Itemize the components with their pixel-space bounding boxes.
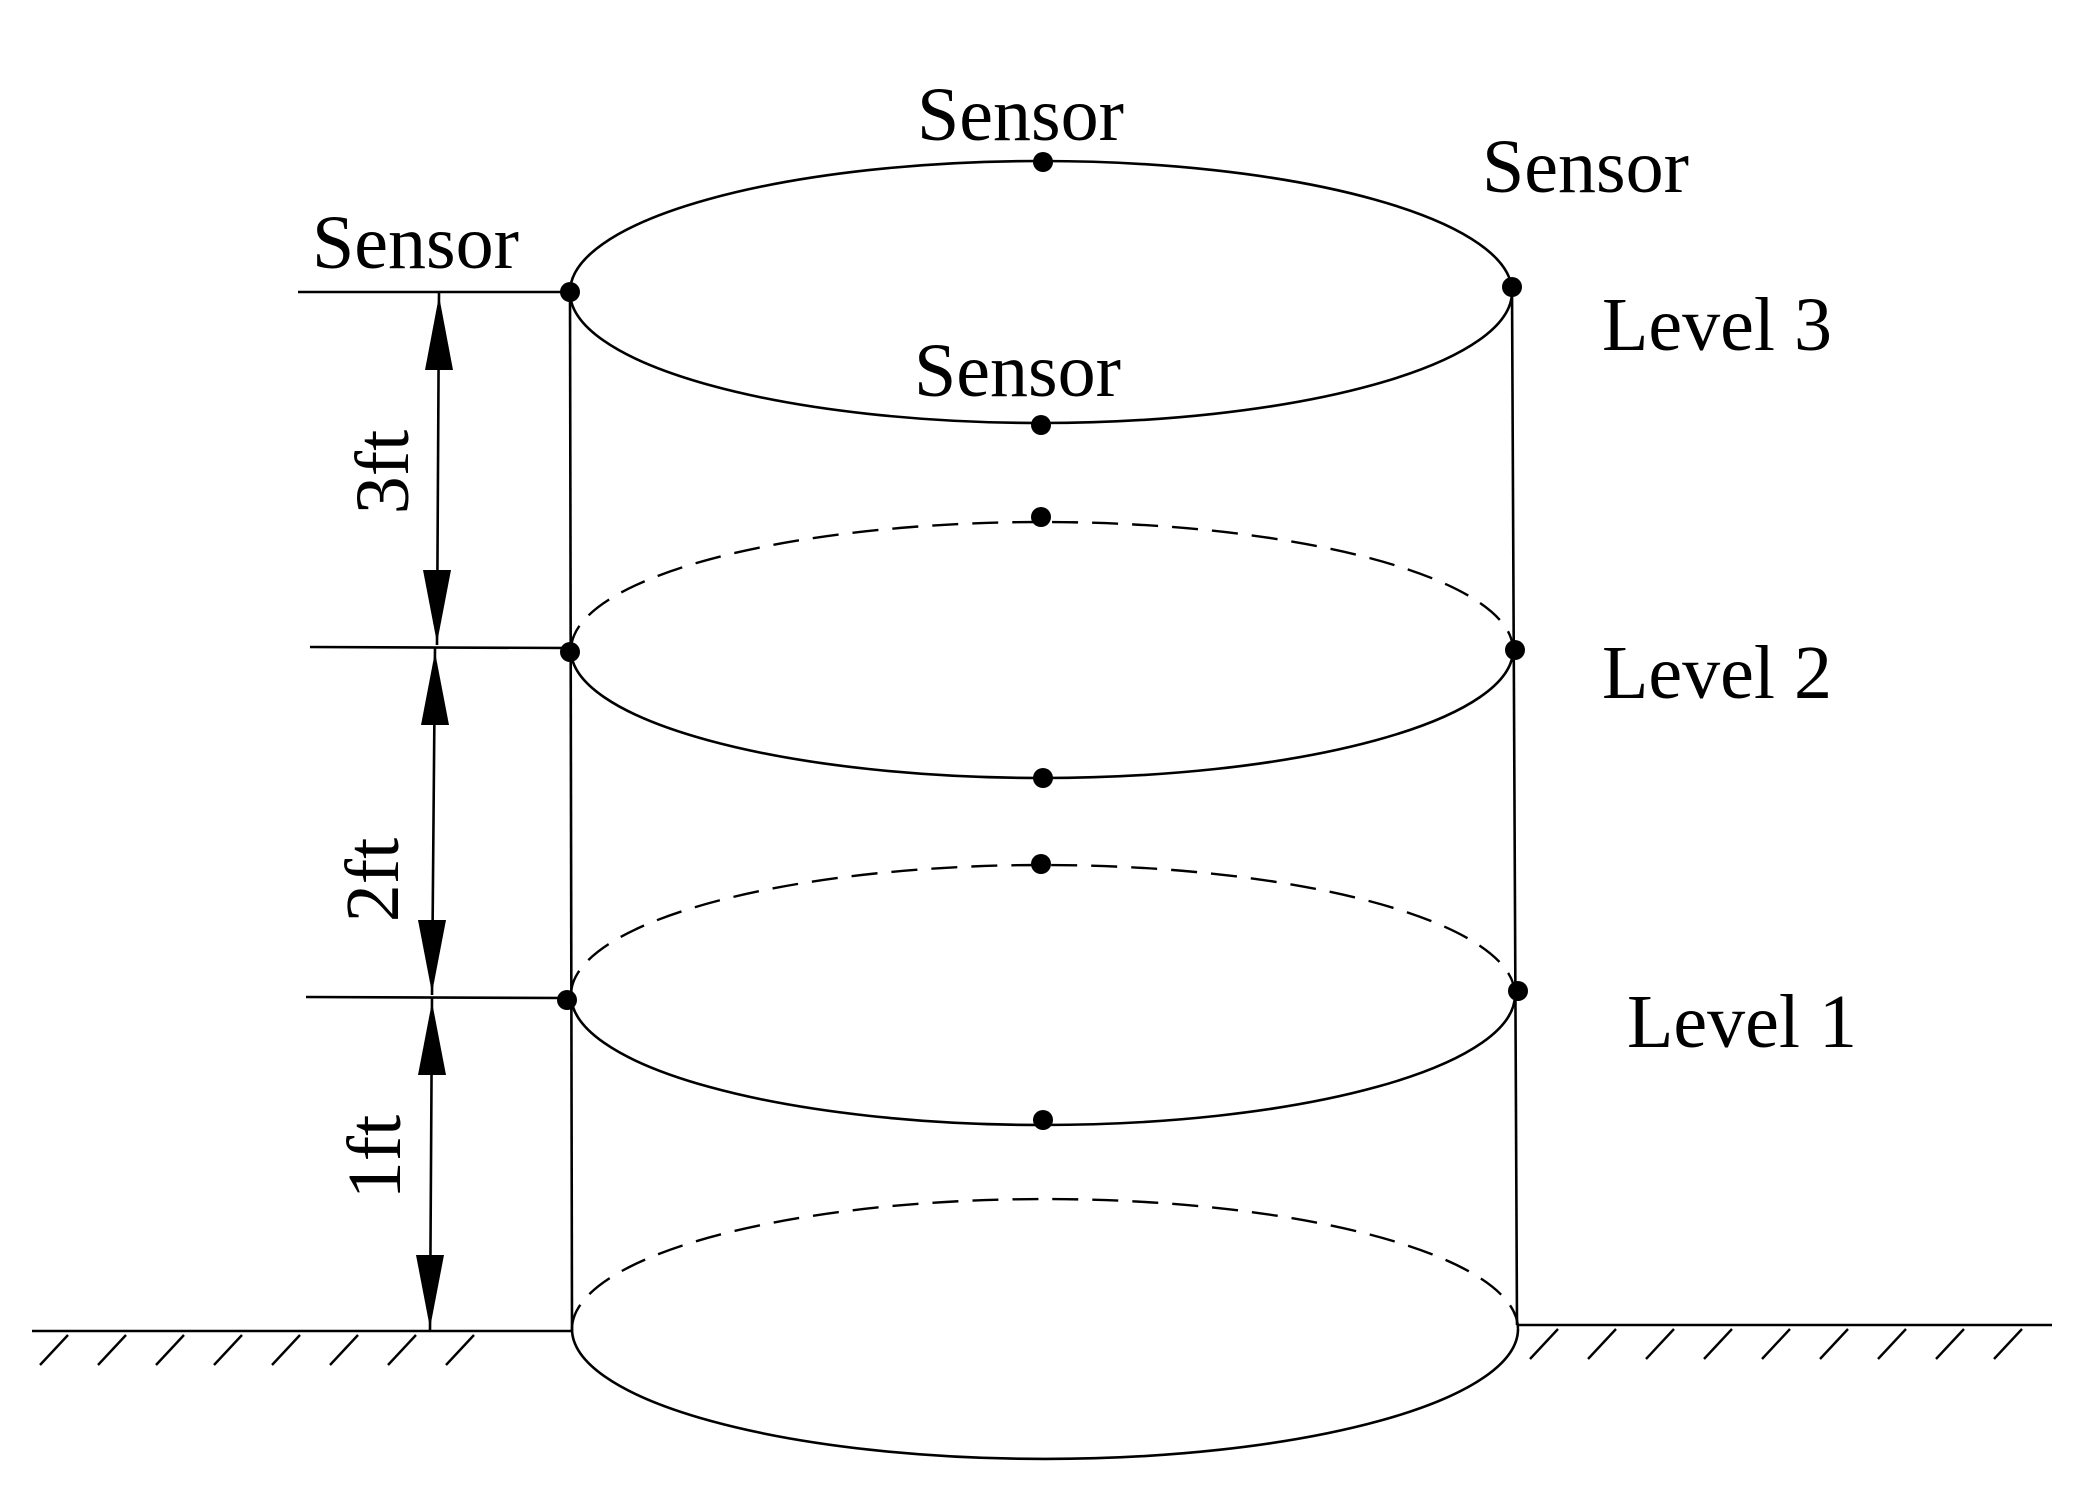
ground — [32, 1323, 2052, 1366]
dimension-label-1ft: 1ft — [333, 1115, 417, 1199]
level-2-ellipse-front — [569, 649, 1515, 780]
dimension-label-3ft: 3ft — [341, 430, 425, 514]
sensor-dot-level-2-front — [1033, 768, 1053, 788]
sensor-label-top-center: Sensor — [917, 73, 1124, 157]
extension-line-level-1 — [305, 995, 571, 1000]
sensor-dot-level-1-right — [1508, 981, 1528, 1001]
dimension-label-2ft: 2ft — [331, 838, 415, 922]
sensor-label-top-left: Sensor — [312, 201, 519, 285]
level-2-ellipse-back — [569, 520, 1515, 651]
level-1-ellipse-back — [569, 863, 1517, 996]
sensor-label-top-right: Sensor — [1482, 125, 1689, 209]
sensor-dot-top-right — [1502, 277, 1522, 297]
dimension-arrow-3ft — [423, 291, 453, 646]
cylinder-left-side — [568, 291, 574, 1332]
sensor-dot-level-2-back — [1031, 507, 1051, 527]
sensor-dots — [557, 152, 1528, 1130]
sensor-dot-top-center — [1033, 152, 1053, 172]
sensor-dot-top-left — [560, 282, 580, 302]
dimension-arrow-1ft — [416, 997, 446, 1331]
level-2-label: Level 2 — [1602, 631, 1832, 715]
sensor-dot-level-1-front — [1033, 1110, 1053, 1130]
sensor-label-front-center: Sensor — [914, 329, 1121, 413]
sensor-dot-level-2-left — [560, 642, 580, 662]
cylinder-right-side — [1510, 286, 1519, 1326]
level-1-ellipse-front — [569, 994, 1517, 1127]
ground-hatch-left — [39, 1334, 475, 1366]
level-3-label: Level 3 — [1602, 283, 1832, 367]
extension-line-level-2 — [309, 645, 571, 650]
base-ellipse-back — [570, 1197, 1520, 1330]
sensor-dot-level-2-right — [1505, 640, 1525, 660]
dimension-arrow-2ft — [418, 647, 449, 996]
sensor-dot-level-1-left — [557, 990, 577, 1010]
base-ellipse-front — [570, 1328, 1520, 1461]
ground-hatch-right — [1529, 1328, 2023, 1360]
level-1-label: Level 1 — [1627, 980, 1857, 1064]
sensor-dot-level-1-back — [1031, 854, 1051, 874]
sensor-dot-top-front — [1031, 415, 1051, 435]
